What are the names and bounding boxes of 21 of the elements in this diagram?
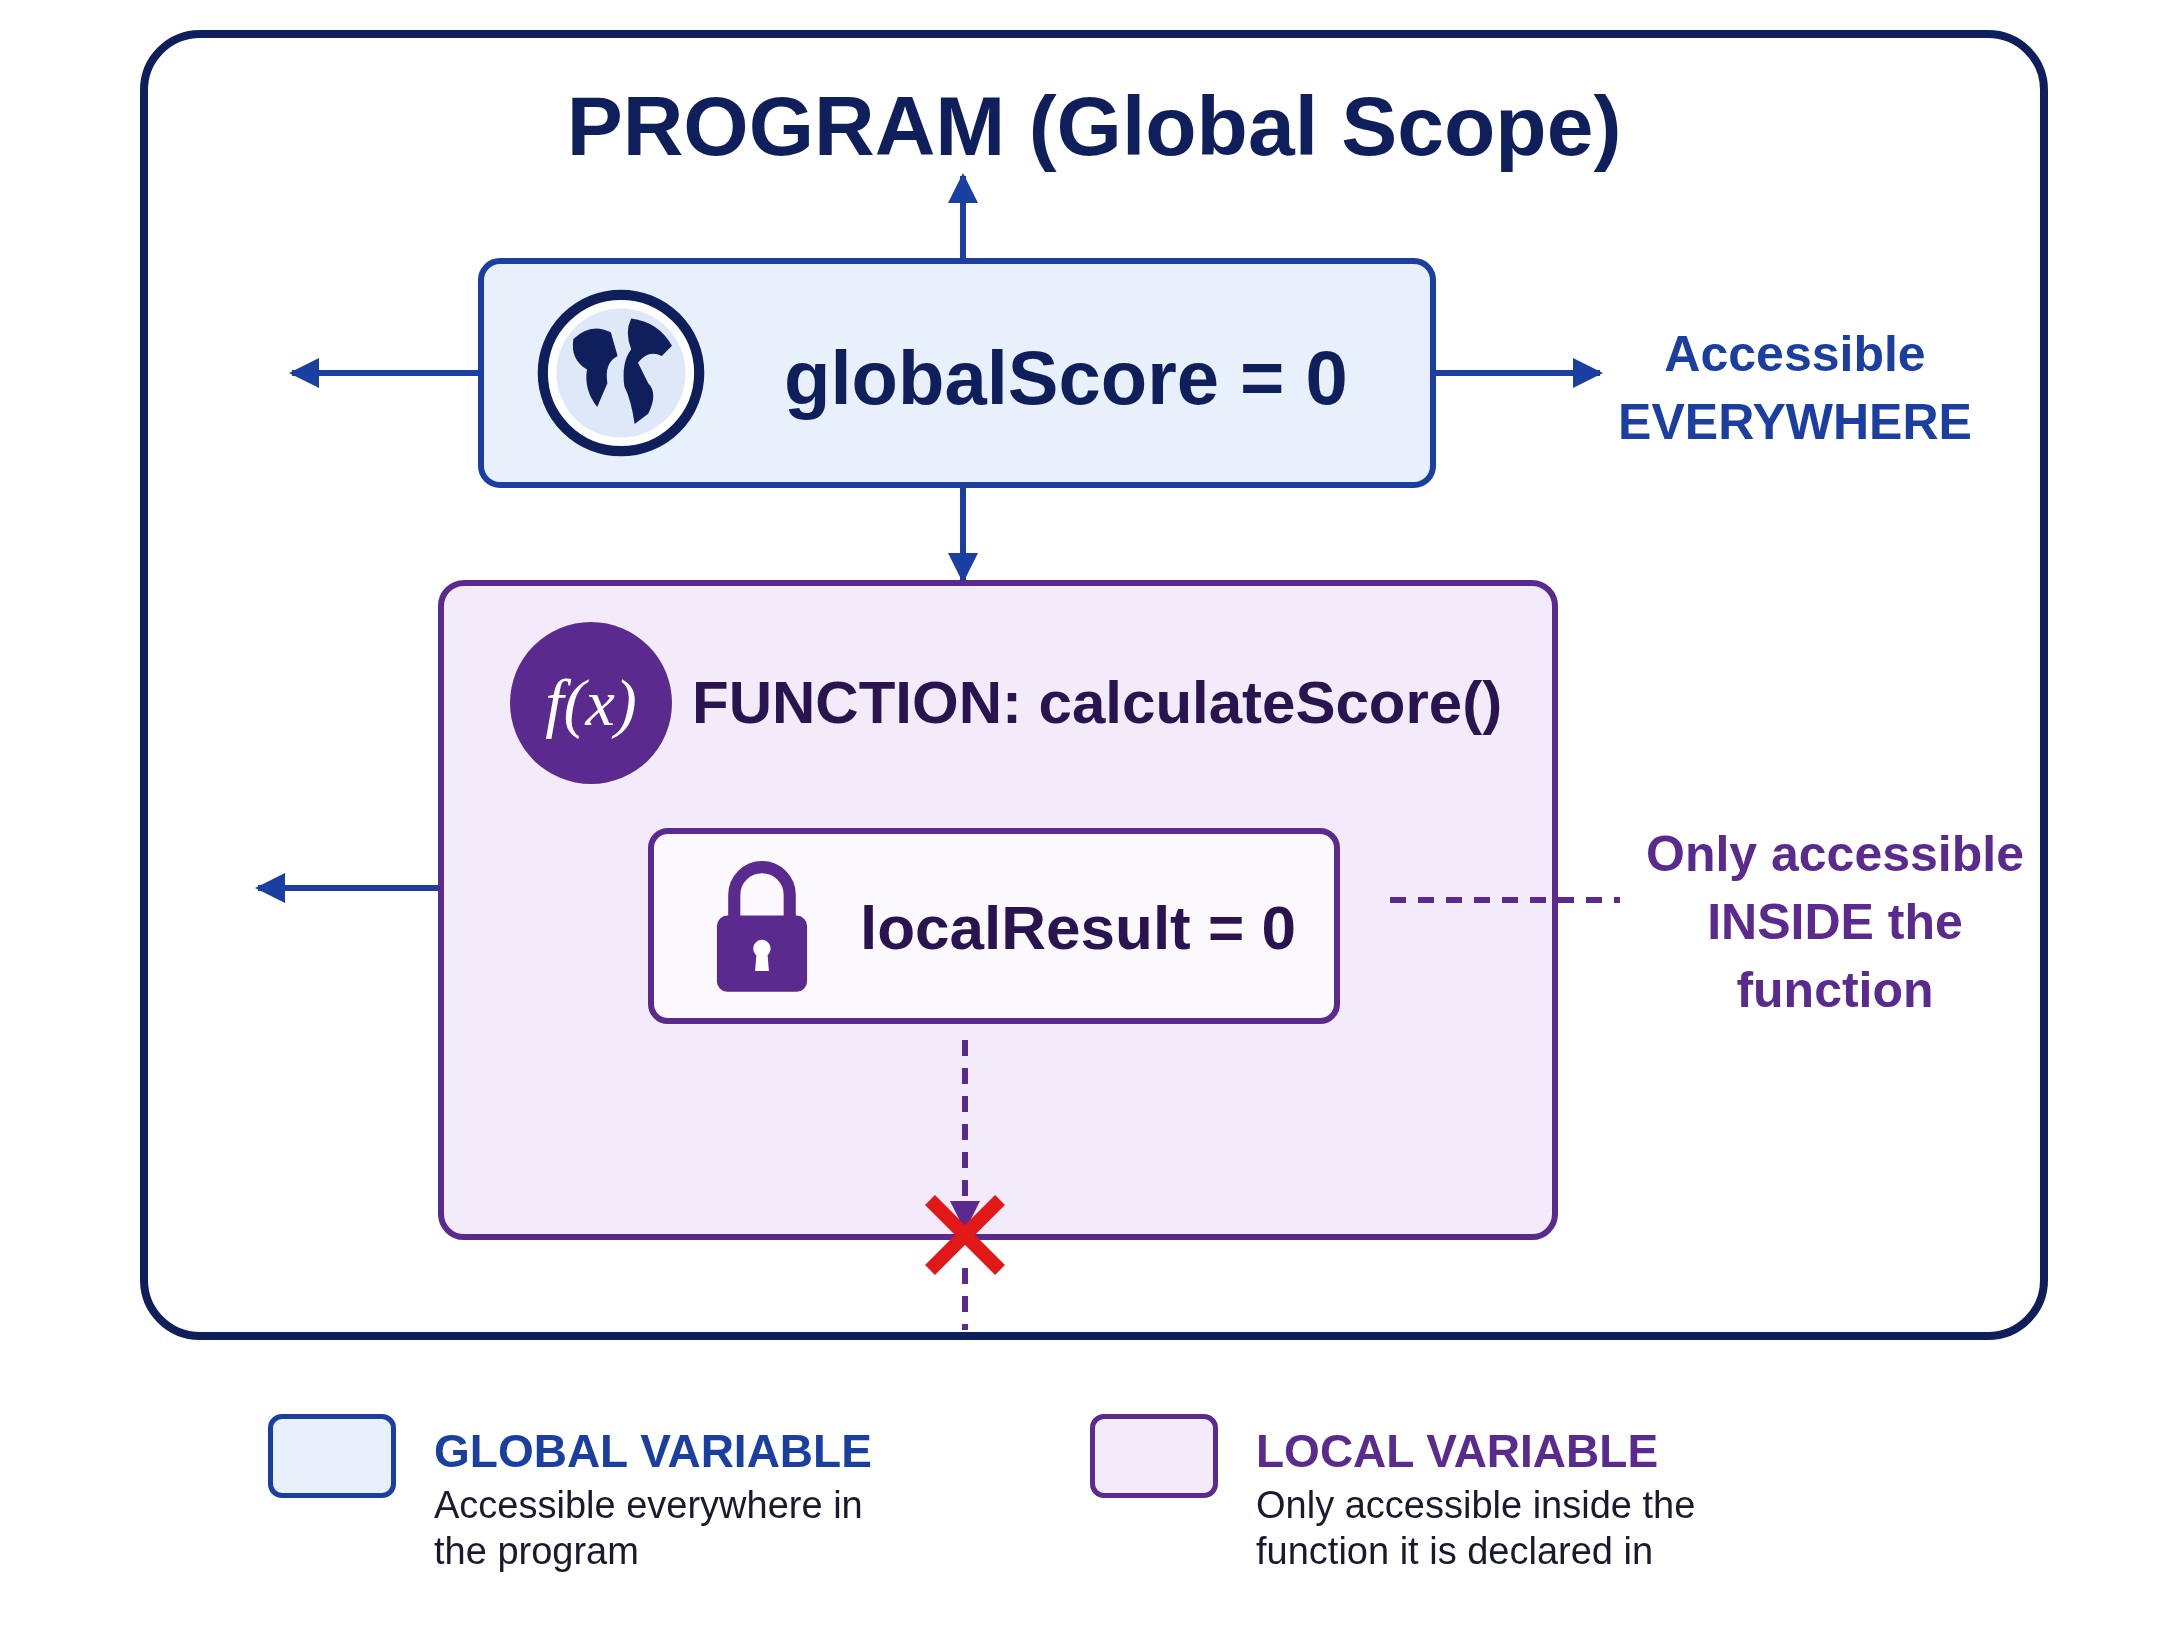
variable-name: localResult = 0 [860,892,1296,963]
legend-heading: GLOBAL VARIABLE [434,1424,872,1478]
arrow [289,358,478,388]
arrow [948,173,978,258]
arrow [948,488,978,583]
scope-title: PROGRAM (Global Scope) [565,78,1623,175]
note-text: Only accessible INSIDE the function [1645,825,2025,1020]
note-text: Accessible EVERYWHERE [1617,325,1973,452]
legend-heading: LOCAL VARIABLE [1256,1424,1659,1478]
function-title: FUNCTION: calculateScore() [692,668,1503,737]
dashed-leader-line [1390,897,1620,903]
legend-description: Accessible everywhere in the program [434,1483,864,1574]
variable-name: globalScore = 0 [784,334,1348,421]
function-box [438,580,1558,1240]
arrow [1436,358,1603,388]
function-icon: f(x) [510,622,672,784]
legend-description: Only accessible inside the function it is declared in [1256,1483,1697,1574]
variable-box [648,828,1340,1024]
scope-frame [140,30,2048,1340]
variable-box [478,258,1436,488]
arrow [255,873,438,903]
